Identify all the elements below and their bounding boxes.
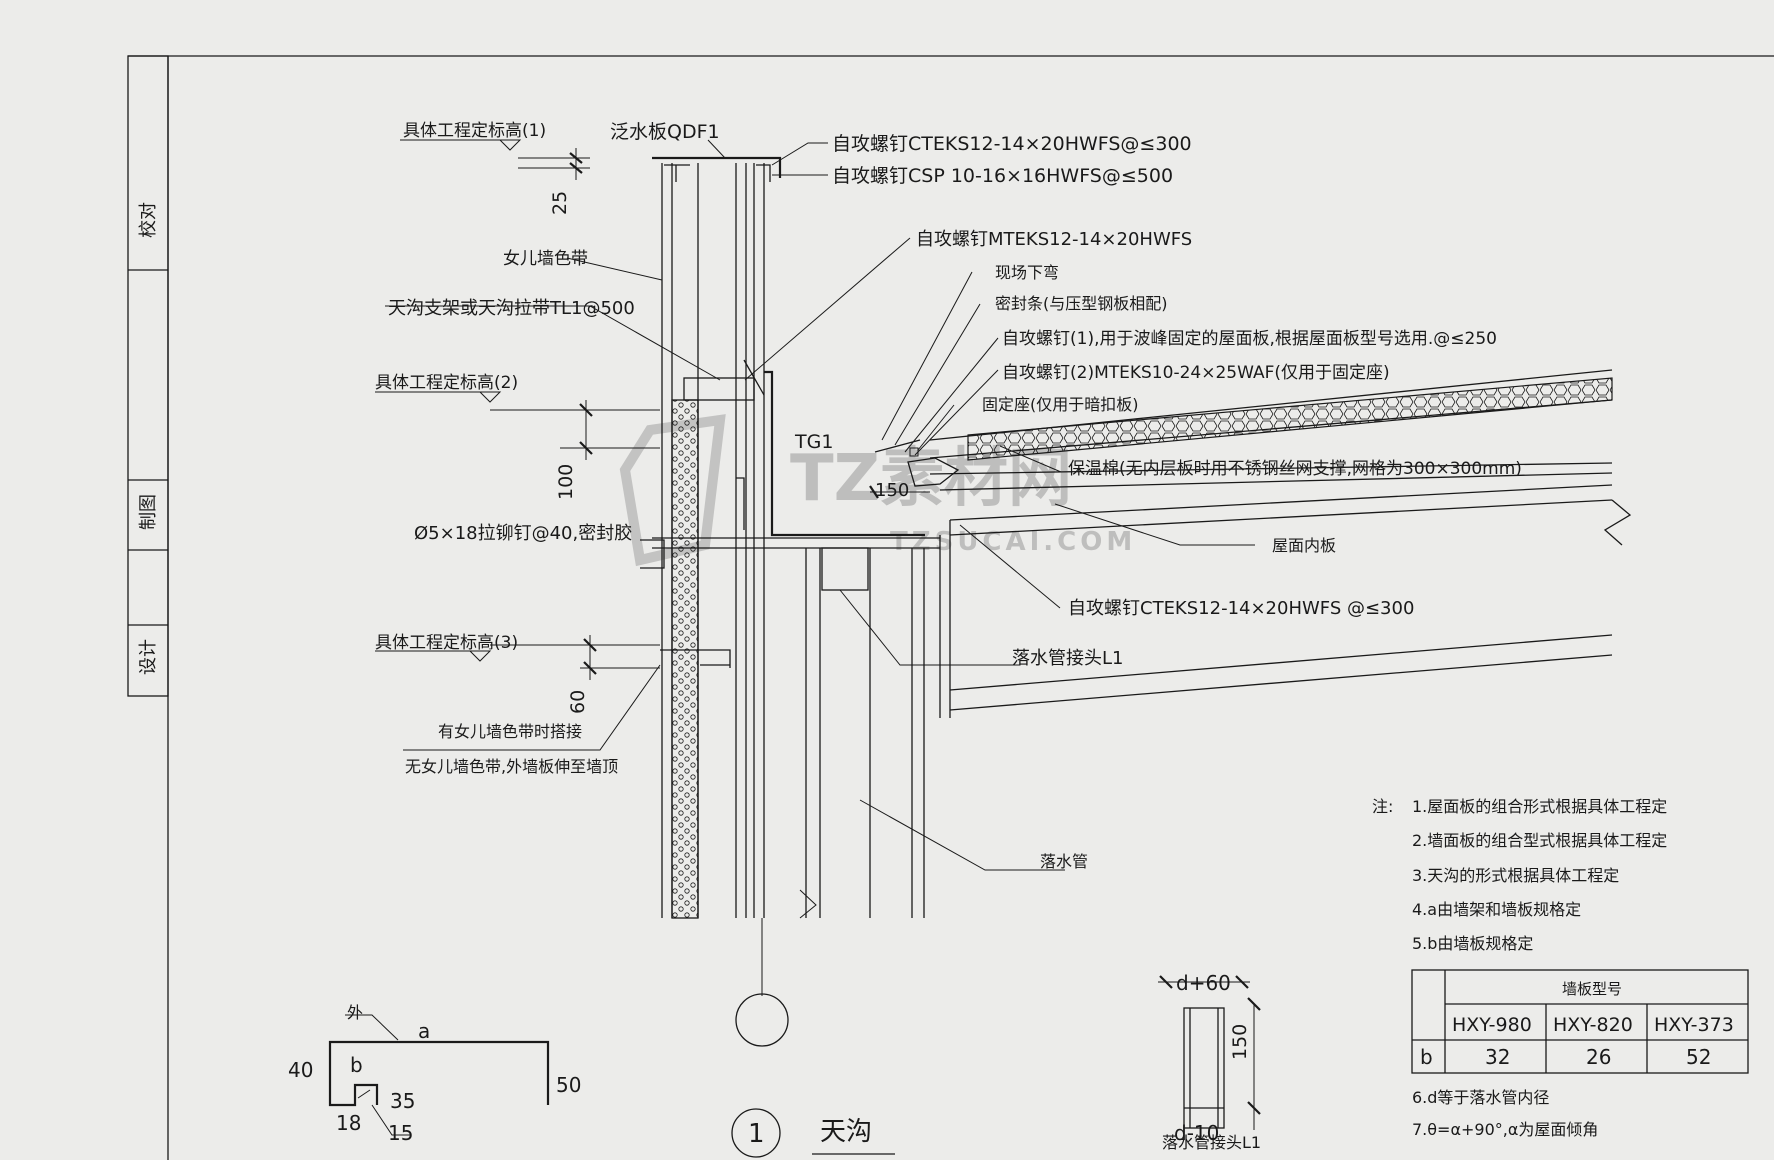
label-tg1: TG1 <box>794 431 833 453</box>
leader-lines <box>375 139 1255 871</box>
note-7: 7.θ=α+90°,α为屋面倾角 <box>1412 1120 1598 1139</box>
note-4: 4.a由墙架和墙板规格定 <box>1412 900 1581 919</box>
label-lap-with-band: 有女儿墙色带时搭接 <box>438 722 582 741</box>
joint-top: d+60 <box>1176 971 1231 995</box>
table-header: 墙板型号 <box>1562 980 1622 998</box>
note-2: 2.墙面板的组合型式根据具体工程定 <box>1412 831 1667 850</box>
notes: 注: 1.屋面板的组合形式根据具体工程定 2.墙面板的组合型式根据具体工程定 3… <box>1372 797 1667 1139</box>
label-seal-strip: 密封条(与压型钢板相配) <box>995 294 1168 313</box>
label-flashing: 泛水板QDF1 <box>610 121 720 143</box>
label-screw-cteks-top: 自攻螺钉CTEKS12-14×20HWFS@≤300 <box>832 133 1192 155</box>
profile-b: b <box>350 1053 363 1077</box>
table-val-hxy373: 52 <box>1686 1045 1711 1069</box>
label-parapet-band: 女儿墙色带 <box>503 249 588 269</box>
profile-50: 50 <box>556 1073 581 1097</box>
table-col-hxy373: HXY-373 <box>1654 1014 1734 1036</box>
table-row-label: b <box>1420 1045 1433 1069</box>
label-lap-without-band: 无女儿墙色带,外墙板伸至墙顶 <box>405 757 618 776</box>
label-elevation-2: 具体工程定标高(2) <box>375 373 518 393</box>
table-val-hxy980: 32 <box>1485 1045 1510 1069</box>
note-6: 6.d等于落水管内径 <box>1412 1088 1549 1107</box>
table-col-hxy820: HXY-820 <box>1553 1014 1633 1036</box>
title-block-design: 设计 <box>138 639 159 675</box>
profile-a: a <box>418 1019 430 1043</box>
parapet-wall <box>640 156 940 1047</box>
label-screw-1: 自攻螺钉(1),用于波峰固定的屋面板,根据屋面板型号选用.@≤250 <box>1002 329 1497 349</box>
detail-caption: 1 天沟 <box>731 1108 895 1158</box>
label-downpipe-joint: 落水管接头L1 <box>1012 648 1123 669</box>
dim-100: 100 <box>555 464 577 500</box>
note-5: 5.b由墙板规格定 <box>1412 934 1533 953</box>
label-downpipe: 落水管 <box>1040 852 1088 871</box>
label-rivet: Ø5×18拉铆钉@40,密封胶 <box>414 523 632 544</box>
label-screw-mteks: 自攻螺钉MTEKS12-14×20HWFS <box>916 229 1192 250</box>
profile-40: 40 <box>288 1058 313 1082</box>
label-gutter-support: 天沟支架或天沟拉带TL1@500 <box>388 298 635 319</box>
joint-label: 落水管接头L1 <box>1162 1133 1261 1152</box>
table-val-hxy820: 26 <box>1586 1045 1611 1069</box>
flashing-profile-detail: 外 a b 40 50 35 18 15 <box>288 1003 581 1145</box>
dimension-lines <box>490 148 930 680</box>
panel-type-table: 墙板型号 b HXY-980 HXY-820 HXY-373 32 26 52 <box>1411 969 1749 1074</box>
title-block-check: 校对 <box>138 202 159 238</box>
profile-35: 35 <box>390 1089 415 1113</box>
roof-insulation <box>967 377 1613 461</box>
label-elevation-3: 具体工程定标高(3) <box>375 633 518 653</box>
note-3: 3.天沟的形式根据具体工程定 <box>1412 866 1619 885</box>
dim-60: 60 <box>567 690 589 714</box>
table-col-hxy980: HXY-980 <box>1452 1014 1532 1036</box>
label-screw-csp: 自攻螺钉CSP 10-16×16HWFS@≤500 <box>832 165 1173 187</box>
drawing-frame <box>127 55 1774 1160</box>
label-fixing-seat: 固定座(仅用于暗扣板) <box>982 395 1139 414</box>
detail-number: 1 <box>748 1119 765 1149</box>
wall-insulation <box>671 399 699 919</box>
profile-18: 18 <box>336 1111 361 1135</box>
label-screw-2: 自攻螺钉(2)MTEKS10-24×25WAF(仅用于固定座) <box>1002 363 1390 383</box>
dim-25: 25 <box>549 191 571 215</box>
label-insulation: 保温棉(无内层板时用不锈钢丝网支撑,网格为300×300mm) <box>1068 459 1522 479</box>
annotations: 具体工程定标高(1) 泛水板QDF1 自攻螺钉CTEKS12-14×20HWFS… <box>375 121 1522 871</box>
profile-outside: 外 <box>347 1003 363 1022</box>
detail-title: 天沟 <box>820 1117 872 1147</box>
label-screw-cteks-bottom: 自攻螺钉CTEKS12-14×20HWFS @≤300 <box>1068 598 1414 619</box>
label-field-bend: 现场下弯 <box>995 263 1059 282</box>
dim-150: 150 <box>875 480 909 501</box>
roof-assembly <box>874 369 1632 718</box>
downpipe-joint-detail: d+60 150 d-10 落水管接头L1 <box>1158 971 1261 1152</box>
notes-prefix: 注: <box>1372 797 1393 816</box>
label-elevation-1: 具体工程定标高(1) <box>403 121 546 141</box>
downpipe <box>799 547 925 919</box>
label-inner-panel: 屋面内板 <box>1272 536 1336 555</box>
note-1: 1.屋面板的组合形式根据具体工程定 <box>1412 797 1667 816</box>
profile-15: 15 <box>388 1121 413 1145</box>
joint-bottom: d-10 <box>1174 1121 1219 1145</box>
title-block-drawn: 制图 <box>138 494 159 530</box>
joint-side: 150 <box>1229 1024 1251 1060</box>
